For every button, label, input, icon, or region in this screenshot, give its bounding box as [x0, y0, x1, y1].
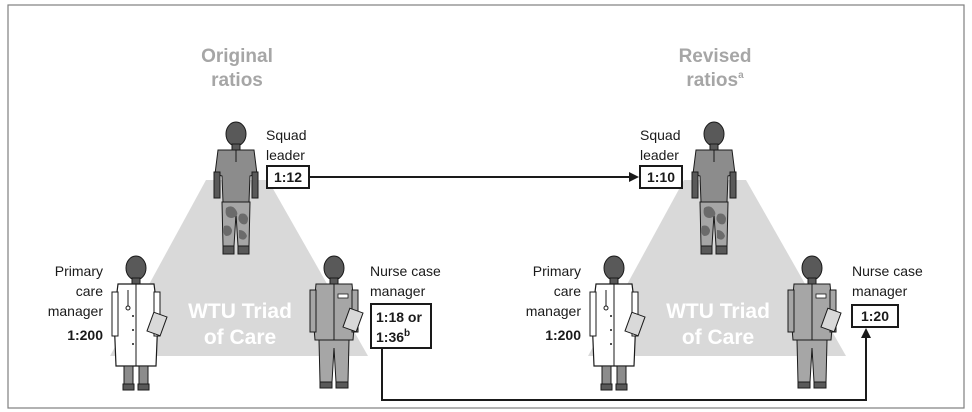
ncm-label-line2: manager	[852, 283, 908, 299]
squad-ratio-value: 1:12	[274, 169, 302, 185]
ncm-label-line1: Nurse case	[370, 263, 441, 279]
pcm-label-line1: Primary	[533, 263, 581, 279]
pcm-label-line3: manager	[526, 303, 582, 319]
panel-title-line1: Revised	[679, 46, 752, 67]
triad-label-line2: of Care	[204, 326, 276, 349]
ncm-ratio-arrow	[381, 328, 871, 401]
squad-leader-label-line1: Squad	[640, 127, 680, 143]
panel-title-footnote: a	[738, 70, 744, 81]
panel-title-line1: Original	[201, 46, 273, 67]
triad-triangle	[588, 180, 846, 356]
squad-ratio-box	[639, 165, 683, 189]
pcm-ratio-value: 1:200	[545, 327, 581, 343]
panel-title-line2: ratios	[211, 70, 263, 91]
ncm-label-line2: manager	[370, 283, 426, 299]
squad-leader-label-line2: leader	[640, 147, 679, 163]
squad-leader-label-line2: leader	[266, 147, 305, 163]
pcm-ratio-value: 1:200	[67, 327, 103, 343]
pcm-label-line2: care	[76, 283, 103, 299]
pcm-label-line3: manager	[48, 303, 104, 319]
panel-title-line2-text: ratios	[686, 70, 738, 91]
ncm-ratio-footnote: b	[404, 328, 410, 339]
ncm-label-line1: Nurse case	[852, 263, 923, 279]
triad-triangle	[110, 180, 368, 356]
ncm-ratio-line1: 1:18 or	[376, 309, 422, 325]
triad-label-line1: WTU Triad	[666, 300, 770, 323]
ncm-ratio-box	[851, 304, 899, 328]
original-ratios-panel: Original ratios WTU Triad of Care Squad …	[48, 46, 441, 391]
squad-leader-label-line1: Squad	[266, 127, 306, 143]
squad-ratio-value: 1:10	[647, 169, 675, 185]
pcm-label-line2: care	[554, 283, 581, 299]
diagram-frame	[7, 4, 965, 409]
ncm-ratio-line2-text: 1:36	[376, 329, 404, 345]
triad-label-line1: WTU Triad	[188, 300, 292, 323]
revised-ratios-panel: Revised ratiosa WTU Triad of Care Squad …	[526, 46, 923, 391]
panel-title-line2: ratiosa	[686, 70, 744, 91]
triad-label-line2: of Care	[682, 326, 754, 349]
ncm-ratio-box	[370, 303, 432, 349]
ncm-ratio-line1: 1:20	[861, 308, 889, 324]
pcm-label-line1: Primary	[55, 263, 103, 279]
ncm-ratio-line2: 1:36b	[376, 328, 410, 345]
